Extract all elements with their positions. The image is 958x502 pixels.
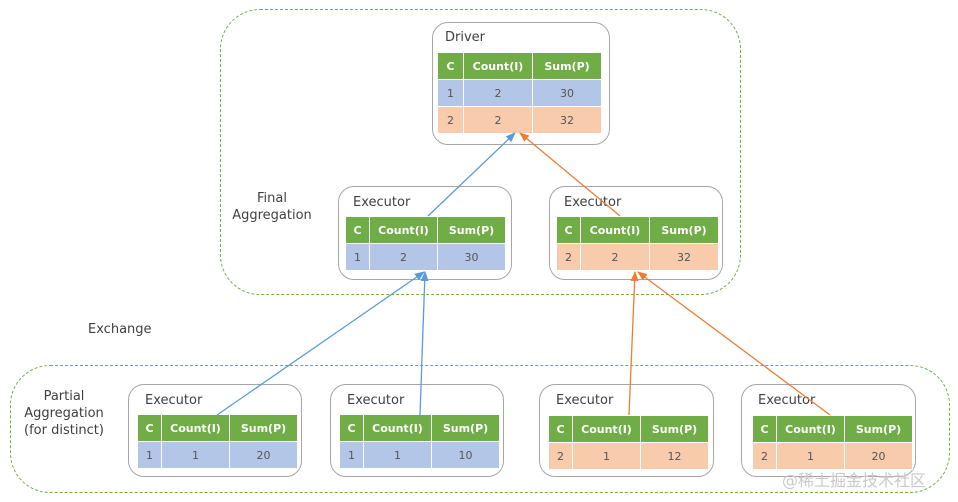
- arrow-p2-to-exec1: [419, 271, 429, 416]
- watermark: @稀土掘金技术社区: [782, 471, 927, 490]
- exchange-label: Exchange: [88, 322, 152, 337]
- driver-title: Driver: [445, 30, 486, 45]
- partial-aggregation-label: Partial Aggregation (for distinct): [24, 389, 104, 438]
- final-aggregation-label: Final Aggregation: [232, 191, 312, 223]
- arrow-p3-to-exec2: [628, 271, 639, 416]
- arrow-exec1-to-driver: [427, 132, 516, 217]
- arrow-p1-to-exec1: [216, 271, 425, 416]
- executor-title: Executor: [347, 393, 405, 408]
- header-c: C: [437, 52, 464, 80]
- executor-title: Executor: [758, 393, 816, 408]
- executor-title: Executor: [556, 393, 614, 408]
- arrow-p4-to-exec2: [637, 271, 831, 416]
- executor-title: Executor: [564, 195, 622, 210]
- executor-title: Executor: [145, 393, 203, 408]
- executor-title: Executor: [353, 195, 411, 210]
- arrow-exec2-to-driver: [519, 132, 621, 217]
- partial-aggregation-region: [10, 365, 950, 493]
- header-count: Count(I): [463, 52, 533, 80]
- final-aggregation-region: [220, 9, 741, 295]
